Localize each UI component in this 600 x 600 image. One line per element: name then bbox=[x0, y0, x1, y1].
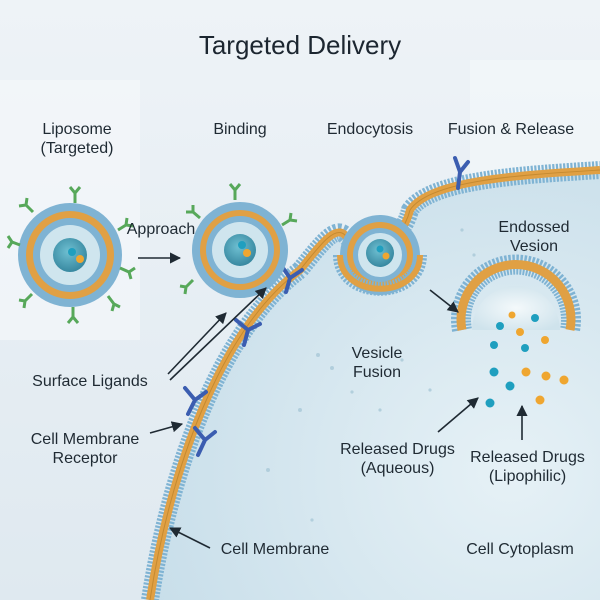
lipophilic-line1: Released Drugs bbox=[470, 449, 585, 466]
aqueous-line1: Released Drugs bbox=[340, 441, 455, 458]
y-receptor-icon bbox=[453, 156, 470, 190]
y-receptor-icon bbox=[193, 426, 217, 457]
y-receptor-icon bbox=[234, 318, 262, 347]
endosome-label: Endossed Vesion bbox=[484, 218, 584, 256]
stage-liposome-label: Liposome (Targeted) bbox=[22, 120, 132, 158]
released-drugs-aqueous bbox=[485, 367, 515, 408]
endosome-line2: Vesion bbox=[509, 238, 559, 255]
stage-binding-label: Binding bbox=[213, 121, 267, 138]
receptor-arrow bbox=[149, 421, 184, 434]
vesicle-fusion-label: Vesicle Fusion bbox=[332, 344, 422, 382]
surface-ligands-label: Surface Ligands bbox=[32, 373, 148, 390]
cytoplasm-dots bbox=[266, 228, 476, 522]
aqueous-arrow bbox=[437, 397, 479, 433]
cell-membrane-label: Cell Membrane bbox=[220, 541, 330, 558]
cell-cytoplasm-label: Cell Cytoplasm bbox=[466, 541, 574, 558]
stage-liposome-line1: Liposome bbox=[42, 121, 112, 138]
aqueous-line2: (Aqueous) bbox=[360, 460, 435, 477]
y-receptor-icon bbox=[183, 386, 208, 416]
stage-liposome-line2: (Targeted) bbox=[40, 140, 114, 157]
surface-ligands-arrow-2 bbox=[169, 287, 267, 381]
lipophilic-line2: (Lipophilic) bbox=[488, 468, 567, 485]
page-title: Targeted Delivery bbox=[198, 30, 402, 60]
receptor-line2: Receptor bbox=[52, 450, 118, 467]
vesicle-line2: Fusion bbox=[352, 364, 402, 381]
y-ligand-icon bbox=[179, 183, 298, 295]
receptor-line1: Cell Membrane bbox=[30, 431, 140, 448]
cell-membrane-arrow bbox=[168, 527, 211, 549]
receptor-group bbox=[183, 156, 470, 457]
drug-particles-in-endosome bbox=[490, 311, 549, 352]
surface-ligands-arrow bbox=[167, 312, 227, 375]
liposome-binding bbox=[179, 183, 298, 298]
pointer-arrows bbox=[138, 252, 528, 549]
lipophilic-drugs-label: Released Drugs (Lipophilic) bbox=[460, 448, 595, 486]
aqueous-drugs-label: Released Drugs (Aqueous) bbox=[330, 440, 465, 478]
endosome-vesicle bbox=[451, 254, 581, 352]
y-ligand-icon bbox=[6, 186, 136, 324]
released-drugs-lipophilic bbox=[521, 367, 569, 405]
fusion-arrow bbox=[429, 289, 459, 313]
stage-endocytosis-label: Endocytosis bbox=[326, 121, 414, 138]
approach-label: Approach bbox=[126, 221, 196, 238]
endosome-line1: Endossed bbox=[498, 219, 570, 236]
vesicle-line1: Vesicle bbox=[351, 345, 403, 362]
liposome-targeted bbox=[6, 186, 136, 324]
stage-fusion-release-label: Fusion & Release bbox=[447, 121, 575, 138]
receptor-label: Cell Membrane Receptor bbox=[10, 430, 160, 468]
endocytosis-vesicle bbox=[333, 215, 427, 296]
